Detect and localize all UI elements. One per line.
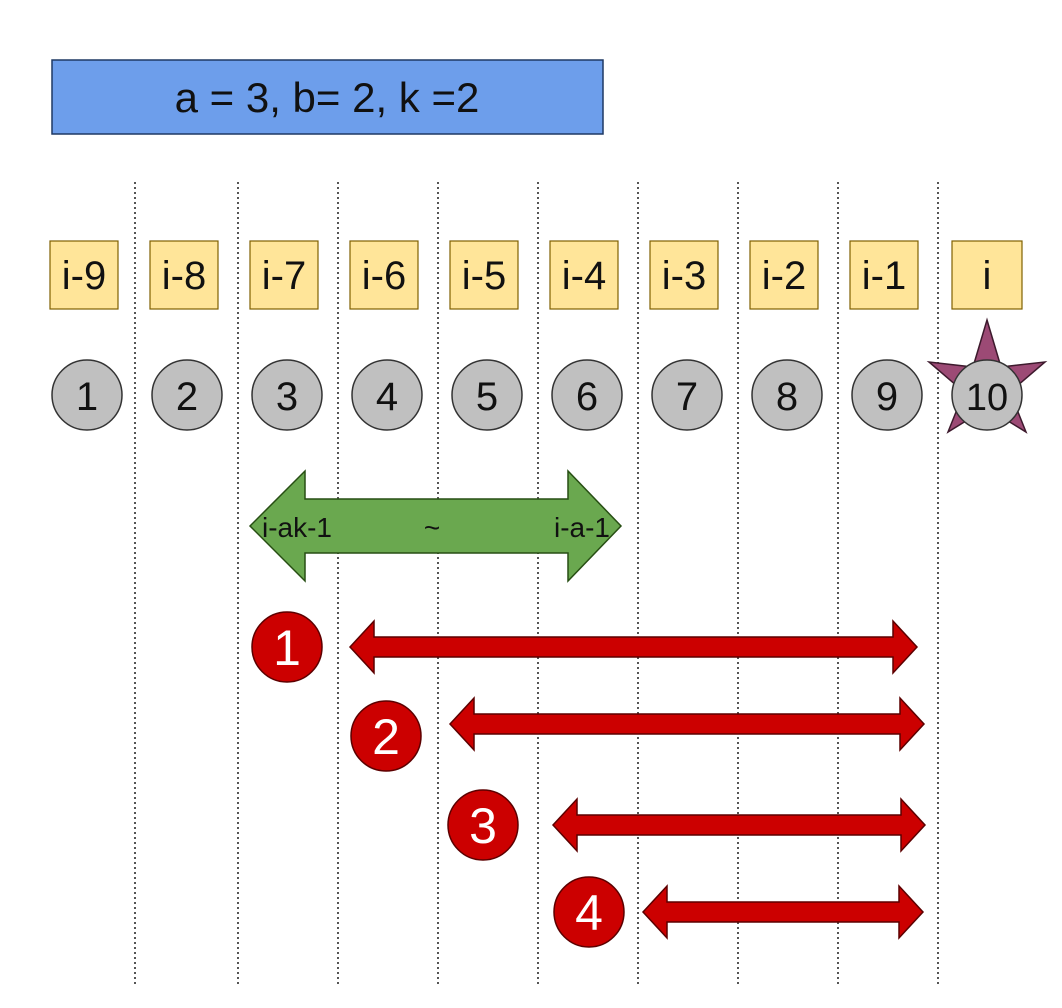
index-label: i-9 [62, 254, 106, 298]
window-arrow: 2 [350, 696, 926, 772]
window-badge [553, 876, 625, 948]
window-badge [350, 700, 422, 772]
position-label: 5 [476, 375, 498, 419]
position-label: 10 [966, 377, 1008, 419]
window-arrow: 1 [251, 611, 919, 683]
position-label: 9 [876, 375, 898, 419]
window-badge-label: 1 [273, 620, 301, 676]
index-label: i-5 [462, 254, 506, 298]
position-circle: 1 [51, 359, 123, 431]
position-label: 3 [276, 375, 298, 419]
index-label: i-6 [362, 254, 406, 298]
window-arrow-shape [641, 884, 925, 940]
position-circle: 6 [551, 359, 623, 431]
index-label: i-8 [162, 254, 206, 298]
position-circle: 3 [251, 359, 323, 431]
window-arrow: 4 [553, 876, 925, 948]
range-arrow-middle-label: ~ [424, 512, 440, 543]
window-arrow: 3 [447, 789, 927, 861]
index-cell: i-1 [849, 240, 919, 310]
title-text: a = 3, b= 2, k =2 [175, 74, 480, 121]
window-arrow-shape [348, 619, 919, 675]
index-label: i-1 [862, 254, 906, 298]
index-row: i-9 i-8 i-7 i-6 i-5 i-4 i-3 i-2 [49, 240, 1023, 310]
position-row: 1 2 3 4 5 6 7 8 [51, 359, 1023, 431]
window-badge [447, 789, 519, 861]
index-cell: i-8 [149, 240, 219, 310]
position-label: 8 [776, 375, 798, 419]
title-box-background [51, 59, 604, 135]
range-arrow-shape [248, 469, 623, 583]
position-label: 1 [76, 375, 98, 419]
index-label: i [983, 254, 992, 298]
index-cell: i-6 [349, 240, 419, 310]
window-badge-label: 2 [372, 709, 400, 765]
range-arrow-left-label: i-ak-1 [262, 512, 332, 543]
index-cell: i-3 [649, 240, 719, 310]
window-arrow-shape [551, 797, 927, 853]
range-arrow-right-label: i-a-1 [554, 512, 610, 543]
window-badge-label: 4 [575, 885, 603, 941]
index-cell: i-4 [549, 240, 619, 310]
position-label: 7 [676, 375, 698, 419]
index-cell: i [951, 240, 1023, 310]
window-badge [251, 611, 323, 683]
column-separators [134, 182, 939, 985]
index-cell: i-9 [49, 240, 119, 310]
window-badge-label: 3 [469, 798, 497, 854]
position-circle-highlighted: 10 [951, 359, 1023, 431]
position-label: 6 [576, 375, 598, 419]
position-circle: 7 [651, 359, 723, 431]
title-box: a = 3, b= 2, k =2 [51, 59, 604, 135]
index-cell: i-5 [449, 240, 519, 310]
index-label: i-2 [762, 254, 806, 298]
position-label: 2 [176, 375, 198, 419]
index-label: i-7 [262, 254, 306, 298]
position-circle: 9 [851, 359, 923, 431]
position-circle: 5 [451, 359, 523, 431]
index-cell: i-7 [249, 240, 319, 310]
range-arrow: i-ak-1 ~ i-a-1 [248, 469, 623, 583]
index-cell: i-2 [749, 240, 819, 310]
position-circle: 2 [151, 359, 223, 431]
window-arrows: 1 2 3 4 [251, 611, 927, 948]
index-label: i-3 [662, 254, 706, 298]
position-circle: 8 [751, 359, 823, 431]
window-arrow-shape [448, 696, 926, 752]
position-circle: 4 [351, 359, 423, 431]
position-label: 4 [376, 375, 398, 419]
index-label: i-4 [562, 254, 606, 298]
